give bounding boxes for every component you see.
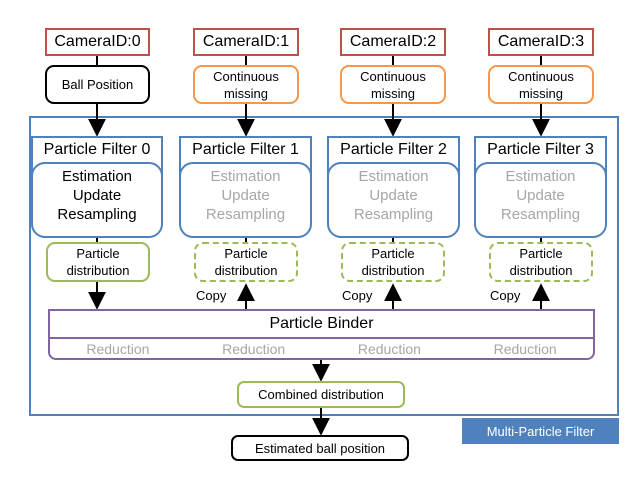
particle-binder: Particle Binder (48, 309, 595, 339)
reduction-3: Reduction (493, 340, 557, 357)
particle-filter-0: Particle Filter 0 Estimation Update Resa… (31, 136, 163, 238)
step-estimation: Estimation (210, 168, 281, 185)
particle-filter-2-steps: Estimation Update Resampling (327, 162, 460, 238)
particle-filter-1: Particle Filter 1 Estimation Update Resa… (179, 136, 312, 238)
multi-particle-filter-label: Multi-Particle Filter (462, 418, 619, 444)
camera-3-box: CameraID:3 (488, 28, 594, 56)
particle-filter-1-title: Particle Filter 1 (192, 141, 299, 158)
step-resampling: Resampling (205, 206, 286, 223)
step-resampling: Resampling (500, 206, 581, 223)
particle-filter-0-title: Particle Filter 0 (43, 141, 151, 158)
particle-distribution-2: Particle distribution (341, 242, 445, 282)
continuous-missing-box-1: Continuous missing (193, 65, 299, 104)
camera-2-box: CameraID:2 (340, 28, 446, 56)
reduction-2: Reduction (357, 340, 421, 357)
camera-0-box: CameraID:0 (45, 28, 150, 56)
particle-filter-2: Particle Filter 2 Estimation Update Resa… (327, 136, 460, 238)
copy-label-2: Copy (342, 288, 373, 303)
particle-filter-1-steps: Estimation Update Resampling (179, 162, 312, 238)
continuous-missing-box-2: Continuous missing (340, 65, 446, 104)
ball-position-box: Ball Position (45, 65, 150, 104)
particle-filter-3-steps: Estimation Update Resampling (474, 162, 607, 238)
step-resampling: Resampling (57, 206, 137, 223)
step-estimation: Estimation (61, 168, 133, 185)
step-resampling: Resampling (353, 206, 434, 223)
estimated-ball-position: Estimated ball position (231, 435, 409, 461)
particle-distribution-3: Particle distribution (489, 242, 593, 282)
step-update: Update (516, 187, 565, 204)
combined-distribution: Combined distribution (237, 381, 405, 408)
step-update: Update (369, 187, 418, 204)
particle-filter-3-title: Particle Filter 3 (487, 141, 594, 158)
step-update: Update (72, 187, 122, 204)
particle-distribution-1: Particle distribution (194, 242, 298, 282)
copy-label-3: Copy (490, 288, 521, 303)
multi-particle-filter-container (29, 116, 619, 416)
camera-1-box: CameraID:1 (193, 28, 299, 56)
continuous-missing-box-3: Continuous missing (488, 65, 594, 104)
reduction-row: Reduction Reduction Reduction Reduction (48, 339, 595, 360)
step-estimation: Estimation (505, 168, 576, 185)
copy-label-1: Copy (196, 288, 227, 303)
particle-filter-0-steps: Estimation Update Resampling (31, 162, 163, 238)
particle-distribution-0: Particle distribution (46, 242, 150, 282)
step-estimation: Estimation (358, 168, 429, 185)
reduction-1: Reduction (222, 340, 286, 357)
reduction-0: Reduction (86, 340, 150, 357)
particle-filter-2-title: Particle Filter 2 (340, 141, 447, 158)
step-update: Update (221, 187, 270, 204)
particle-filter-3: Particle Filter 3 Estimation Update Resa… (474, 136, 607, 238)
